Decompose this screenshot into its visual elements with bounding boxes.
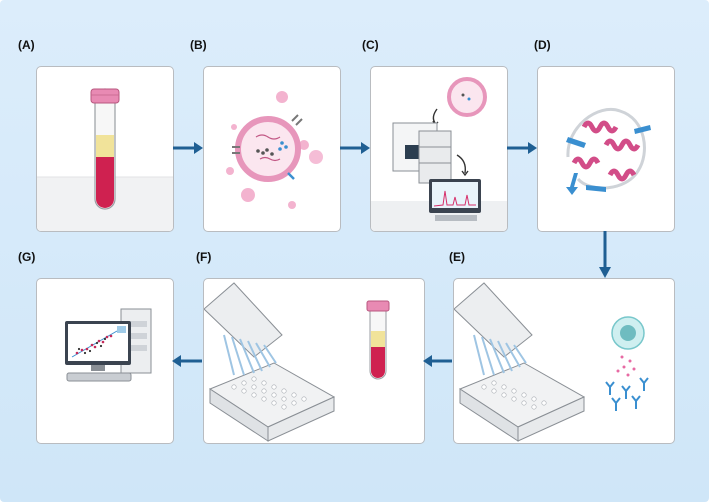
vesicle-icon: [226, 91, 323, 209]
arrow-d-to-e: [599, 231, 611, 278]
label-c: (C): [362, 38, 379, 52]
pipette-cell-antibody-icon: [454, 282, 649, 442]
arrow-c-to-d: [507, 142, 537, 154]
arrow-b-to-c: [340, 142, 370, 154]
protein-structure-icon: [566, 108, 651, 195]
label-e: (E): [449, 250, 465, 264]
mass-spectrometer-icon: [371, 77, 507, 231]
label-a: (A): [18, 38, 35, 52]
panel-g-computer: [36, 278, 174, 444]
arrow-a-to-b: [173, 142, 203, 154]
panel-e-pipette-cell: [453, 278, 675, 444]
label-f: (F): [196, 250, 212, 264]
blood-tube-icon: [37, 88, 173, 231]
pipette-plate-tube-icon: [204, 282, 390, 442]
arrow-e-to-f: [423, 355, 452, 367]
computer-analysis-icon: [65, 308, 152, 382]
panel-a-blood-tube: [36, 66, 174, 232]
panel-f-pipette-plate: [203, 278, 425, 444]
label-d: (D): [534, 38, 551, 52]
panel-c-mass-spec: [370, 66, 508, 232]
label-b: (B): [190, 38, 207, 52]
panel-b-vesicle: [203, 66, 341, 232]
label-g: (G): [18, 250, 36, 264]
panel-d-protein: [537, 66, 675, 232]
arrow-f-to-g: [172, 355, 202, 367]
